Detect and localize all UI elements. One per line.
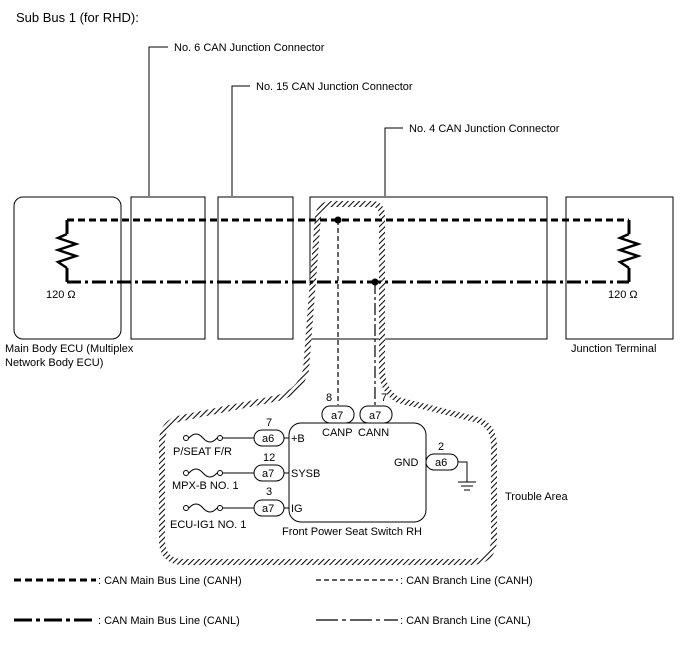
main-body-ecu-label-line2: Network Body ECU) [5,357,103,369]
main-body-ecu-label-line1: Main Body ECU (Multiplex [5,343,134,355]
canl-main-bus [65,268,631,284]
ig-fuse-icon [188,503,218,513]
diagram-title: Sub Bus 1 (for RHD): [16,10,139,25]
cann-pin-number: 7 [381,392,387,404]
no15-junction-connector-box [217,196,294,340]
sysb-power-row: 12 a7 SYSB MPX-B NO. 1 [172,452,320,492]
left-resistor-value: 120 Ω [46,289,76,301]
cann-terminal-label: CANN [358,427,389,439]
ig-connector-label: a7 [262,503,274,515]
ig-fuse-label: ECU-IG1 NO. 1 [170,519,246,531]
no4-connector-label: No. 4 CAN Junction Connector [409,123,560,135]
no4-connector-callout: No. 4 CAN Junction Connector [384,123,560,196]
ig-fuse-terminal-right [217,505,223,511]
sysb-fuse-label: MPX-B NO. 1 [172,480,239,492]
sysb-fuse-icon [188,468,218,478]
legend-branch-canl-label: : CAN Branch Line (CANL) [400,615,531,627]
no6-connector-label: No. 6 CAN Junction Connector [174,42,325,54]
canp-pin-number: 8 [326,392,332,404]
ig-fuse-terminal-left [183,505,189,511]
b-fuse-label: P/SEAT F/R [173,446,232,458]
ig-terminal-label: IG [291,503,303,515]
gnd-row: GND 2 a6 [394,441,476,491]
legend-branch-canh-label: : CAN Branch Line (CANH) [400,575,533,587]
cann-connector [359,405,393,424]
b-fuse-terminal-right [217,435,223,441]
trouble-area-label: Trouble Area [505,491,568,503]
ig-power-row: 3 a7 IG ECU-IG1 NO. 1 [170,486,303,531]
b-fuse-terminal-left [183,435,189,441]
no15-connector-label: No. 15 CAN Junction Connector [256,81,413,93]
canh-main-bus [65,218,631,234]
right-resistor-value: 120 Ω [608,289,638,301]
trouble-area-outline [159,201,497,565]
cann-connector-label: a7 [369,410,381,422]
junction-terminal-label: Junction Terminal [571,343,656,355]
sysb-fuse-terminal-right [217,470,223,476]
gnd-terminal-label: GND [394,457,419,469]
b-power-row: 7 a6 +B P/SEAT F/R [173,417,305,458]
ground-icon [458,481,476,491]
no15-connector-callout: No. 15 CAN Junction Connector [231,81,413,196]
left-terminating-resistor [54,232,80,270]
canp-terminal-label: CANP [322,427,353,439]
b-fuse-icon [188,433,218,443]
sysb-connector-label: a7 [262,468,274,480]
sysb-fuse-terminal-left [183,470,189,476]
canp-connector [321,405,355,424]
canp-connector-label: a7 [331,410,343,422]
no6-connector-callout: No. 6 CAN Junction Connector [148,42,325,196]
main-body-ecu-box [13,196,122,340]
ig-pin-number: 3 [266,486,272,498]
sysb-pin-number: 12 [263,452,275,464]
front-power-seat-switch-label: Front Power Seat Switch RH [282,526,422,538]
no4-junction-connector-box [309,196,548,340]
junction-terminal-box [565,196,674,340]
b-pin-number: 7 [266,417,272,429]
sysb-terminal-label: SYSB [291,468,320,480]
no6-junction-connector-box [130,196,206,340]
right-terminating-resistor [616,232,642,270]
legend: : CAN Main Bus Line (CANH) : CAN Branch … [14,575,533,627]
b-terminal-label: +B [291,433,305,445]
legend-main-canl-label: : CAN Main Bus Line (CANL) [98,615,240,627]
legend-main-canh-label: : CAN Main Bus Line (CANH) [98,575,242,587]
gnd-pin-number: 2 [438,441,444,453]
b-connector-label: a6 [262,433,274,445]
gnd-connector-label: a6 [435,457,447,469]
